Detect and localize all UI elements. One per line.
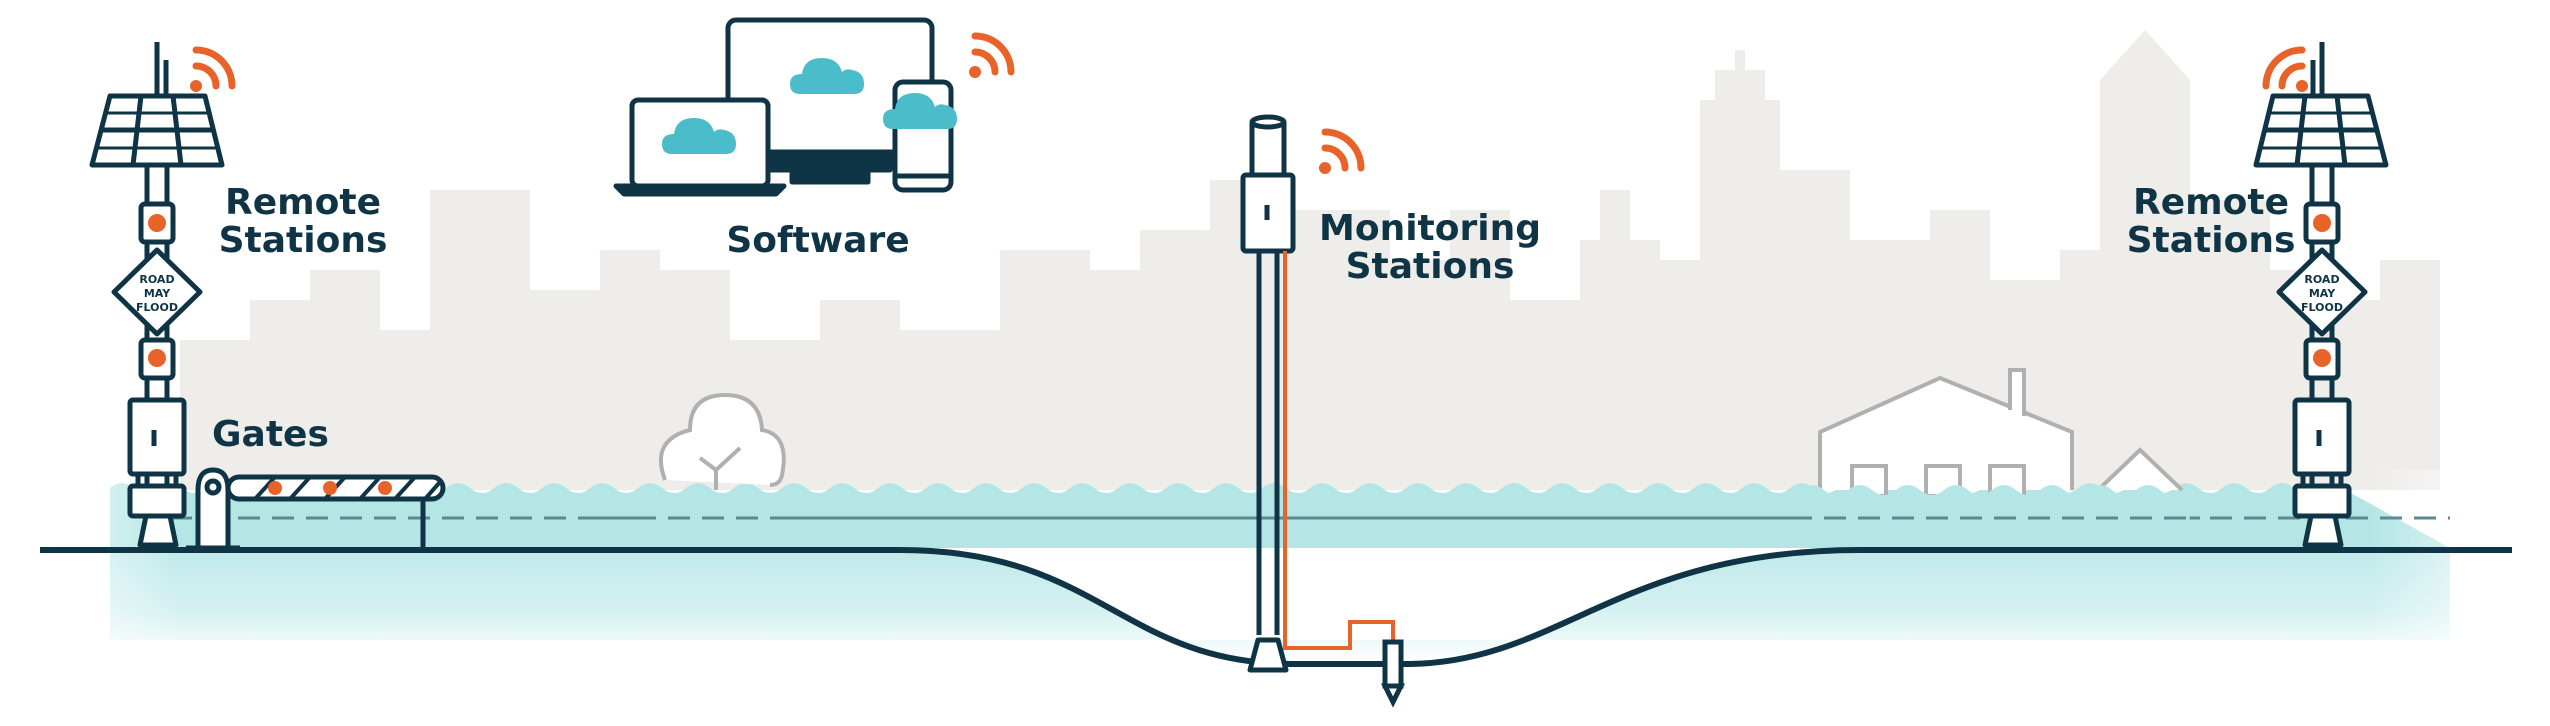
remote-station-right [2253,42,2389,548]
ground-sensor-probe [1380,639,1406,708]
ground-line [40,547,2512,667]
sign-line-2: MAY [2309,287,2336,300]
sign-line-1: ROAD [2304,273,2339,286]
label-remote-stations-right: Remote Stations [2126,184,2296,260]
warning-light-icon [148,349,166,367]
sign-line-3: FLOOD [136,301,178,314]
label-line: Software [726,220,910,261]
label-line: Gates [212,414,329,455]
wifi-signal-icon [1319,132,1361,174]
sign-line-2: MAY [144,287,171,300]
label-line: Stations [218,220,388,261]
label-software: Software [718,222,918,260]
road-may-flood-sign [111,247,203,337]
tree-icon [659,392,786,490]
solar-panel-icon [89,93,225,168]
label-line: Remote [224,182,381,223]
label-line: Monitoring [1319,208,1541,249]
wifi-signal-icon [190,50,232,92]
label-gates: Gates [212,416,352,454]
warning-light-icon [148,214,166,232]
sign-line-3: FLOOD [2301,301,2343,314]
label-line: Stations [1345,246,1515,287]
road-may-flood-sign [2276,247,2368,337]
station-cabinet [2292,397,2352,477]
barrier-gate-icon [186,467,446,551]
sensor-cable [1283,251,1395,650]
warning-light-icon [2313,214,2331,232]
warning-light-icon [2313,349,2331,367]
remote-station-left [89,42,225,548]
label-monitoring-stations: Monitoring Stations [1310,210,1550,286]
sign-line-1: ROAD [139,273,174,286]
wifi-signal-icon [969,36,1011,78]
station-cabinet [127,397,187,477]
label-line: Remote [2132,182,2289,223]
monitoring-station [1240,114,1296,673]
wifi-signal-icon [2266,50,2308,92]
label-line: Stations [2126,220,2296,261]
solar-panel-icon [2253,93,2389,168]
label-remote-stations-left: Remote Stations [218,184,388,260]
